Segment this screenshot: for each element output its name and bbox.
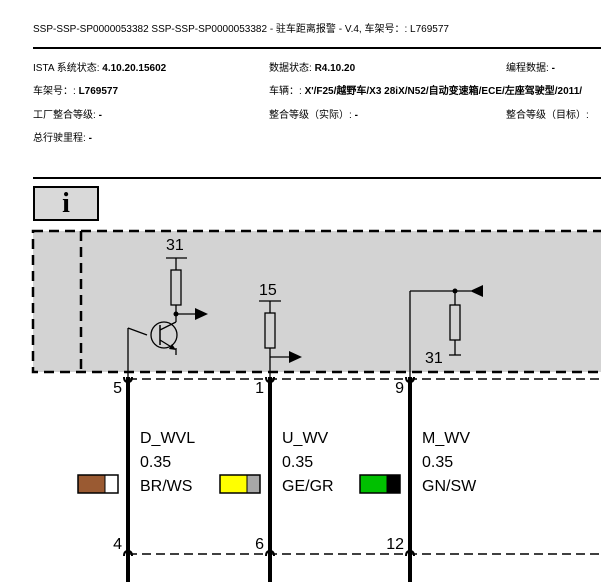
wire-color-code-label: GE/GR [282, 478, 334, 495]
integration-level-target: 整合等级（目标）: [506, 110, 589, 121]
wire-color-swatch-border [77, 474, 119, 494]
wire-color-swatch-stripe [387, 475, 400, 493]
ground-circuit: 31 [409, 285, 483, 377]
wire-signal-label: U_WV [282, 430, 329, 447]
wire-signal-label: M_WV [422, 430, 470, 447]
document-title: SSP-SSP-SP0000053382 SSP-SSP-SP000005338… [33, 24, 449, 35]
wire-color-swatch-stripe [105, 475, 118, 493]
wire-color-swatch-primary [78, 475, 105, 493]
pin-top-label: 5 [113, 380, 122, 397]
vin: 车架号：: L769577 [33, 86, 119, 97]
supply-circuit: 15 [259, 282, 302, 377]
pin-bottom-terminal-2 [265, 549, 275, 557]
pin-bottom-terminal-3 [405, 549, 415, 557]
total-mileage: 总行驶里程: - [33, 133, 92, 144]
wire-color-code-label: GN/SW [422, 478, 477, 495]
pin-bottom-label: 6 [255, 536, 264, 553]
data-status: 数据状态: R4.10.20 [269, 63, 356, 74]
info-icon[interactable]: i [33, 186, 99, 221]
wire-color-swatch-primary [220, 475, 247, 493]
pin-bottom-terminal-1 [123, 549, 133, 557]
factory-integration-level: 工厂整合等级: - [33, 110, 102, 121]
header-divider [33, 47, 601, 49]
wire-color-swatch-primary [360, 475, 387, 493]
section-divider [33, 177, 601, 179]
wire-gauge-label: 0.35 [422, 454, 453, 471]
vehicle: 车辆：: X'/F25/越野车/X3 28iX/N52/自动变速箱/ECE/左座… [269, 86, 583, 97]
pin-bottom-label: 4 [113, 536, 122, 553]
wire-color-swatch-border [359, 474, 401, 494]
wiring-diagram: 31 15 31 5 4 [31, 229, 601, 582]
pin-top-terminal-3 [405, 376, 415, 384]
integration-level-actual: 整合等级（实际）: - [269, 110, 358, 121]
wire-color-code-label: BR/WS [140, 478, 192, 495]
pin-top-terminal-2 [265, 376, 275, 384]
pin-bottom-label: 12 [386, 536, 404, 553]
pin-top-label: 9 [395, 380, 404, 397]
node-31-label: 31 [166, 237, 184, 254]
wire-signal-label: D_WVL [140, 430, 195, 447]
transistor-symbol [150, 321, 178, 349]
control-unit-panel [31, 229, 601, 374]
transistor-circuit: 31 [127, 237, 208, 377]
pin-top-terminal-1 [123, 376, 133, 384]
programming-data: 编程数据: - [506, 63, 555, 74]
node-15-label: 15 [259, 282, 277, 299]
wire-color-swatch-stripe [247, 475, 260, 493]
node-31b-label: 31 [425, 350, 443, 367]
wire-gauge-label: 0.35 [282, 454, 313, 471]
pin-top-label: 1 [255, 380, 264, 397]
ista-status: ISTA 系统状态: 4.10.20.15602 [33, 63, 167, 74]
wire-gauge-label: 0.35 [140, 454, 171, 471]
wire-color-swatch-border [219, 474, 261, 494]
